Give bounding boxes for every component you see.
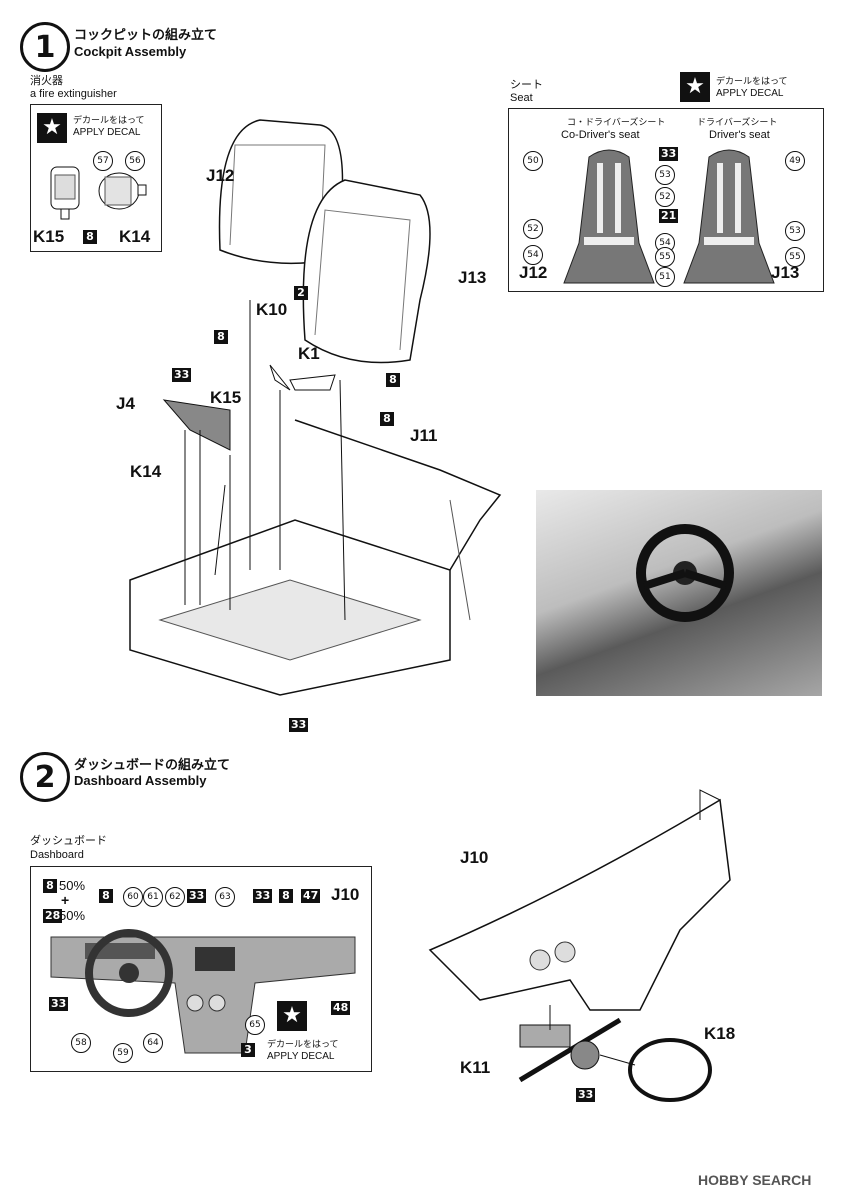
color-ref: 8 <box>214 330 228 344</box>
star-icon: ★ <box>37 113 67 143</box>
watermark: HOBBY SEARCH <box>698 1172 812 1188</box>
step-1-title-jp: コックピットの組み立て <box>74 28 218 43</box>
step-1-number: 1 <box>20 22 70 72</box>
color-ref: 33 <box>576 1088 596 1102</box>
codriver-seat-label-en: Co-Driver's seat <box>561 129 640 141</box>
color-ref: 33 <box>253 889 273 903</box>
codriver-seat-label-jp: コ・ドライバーズシート <box>567 118 666 128</box>
part-k14: K14 <box>130 462 162 481</box>
step-1-title-en: Cockpit Assembly <box>74 44 187 59</box>
part-j13: J13 <box>771 263 800 282</box>
mix-ratio-2: 50% <box>59 908 86 923</box>
extinguisher-label-jp: 消火器 <box>30 74 63 87</box>
seat-box: コ・ドライバーズシート Co-Driver's seat ドライバーズシート D… <box>508 108 824 292</box>
decal-ref: 59 <box>113 1043 133 1063</box>
part-j12: J12 <box>206 166 235 185</box>
mix-plus: + <box>61 892 70 908</box>
color-ref: 48 <box>331 1001 351 1015</box>
decal-note-jp: デカールをはって <box>73 116 145 126</box>
color-ref: 2 <box>294 286 308 300</box>
step-2-title-en: Dashboard Assembly <box>74 773 207 788</box>
decal-ref: 57 <box>93 151 113 171</box>
decal-ref: 54 <box>523 245 543 265</box>
driver-seat-label-jp: ドライバーズシート <box>697 118 778 128</box>
steering-wheel-icon <box>636 524 734 622</box>
decal-ref: 62 <box>165 887 185 907</box>
star-icon: ★ <box>277 1001 307 1031</box>
dashboard-decal-jp: デカールをはって <box>267 1040 339 1050</box>
color-ref: 8 <box>380 412 394 426</box>
extinguisher-drawing <box>50 166 147 220</box>
dashboard-label-en: Dashboard <box>30 849 84 861</box>
part-j12: J12 <box>519 263 548 282</box>
part-j10: J10 <box>460 848 489 867</box>
color-ref: 33 <box>659 147 679 161</box>
seat-decal-en: APPLY DECAL <box>716 88 784 99</box>
part-k14: K14 <box>119 227 151 246</box>
part-j13: J13 <box>458 268 487 287</box>
part-k18: K18 <box>704 1024 736 1043</box>
color-ref: 33 <box>187 889 207 903</box>
dashboard-drawing <box>50 929 356 1054</box>
color-ref: 3 <box>241 1043 255 1057</box>
part-k10: K10 <box>256 300 288 319</box>
color-ref: 8 <box>386 373 400 387</box>
color-ref: 33 <box>289 718 309 732</box>
decal-ref: 55 <box>785 247 805 267</box>
driver-seat-label-en: Driver's seat <box>709 129 770 141</box>
decal-ref: 49 <box>785 151 805 171</box>
decal-ref: 53 <box>655 165 675 185</box>
decal-ref: 50 <box>523 151 543 171</box>
decal-note-en: APPLY DECAL <box>73 127 141 138</box>
dashboard-assembly-drawing <box>428 789 731 1102</box>
color-ref: 21 <box>659 209 679 223</box>
dashboard-box: 8 50% + 28 50% 8 60 61 62 33 63 33 8 47 … <box>30 866 372 1072</box>
color-ref: 47 <box>301 889 321 903</box>
decal-ref: 63 <box>215 887 235 907</box>
mix-ratio-1: 50% <box>59 878 86 893</box>
dashboard-label-jp: ダッシュボード <box>30 834 107 847</box>
part-k1: K1 <box>298 344 320 363</box>
part-j11: J11 <box>410 426 438 445</box>
decal-ref: 58 <box>71 1033 91 1053</box>
color-ref: 28 <box>43 909 63 923</box>
decal-ref: 51 <box>655 267 675 287</box>
decal-ref: 52 <box>655 187 675 207</box>
decal-ref: 60 <box>123 887 143 907</box>
step-2-number: 2 <box>20 752 70 802</box>
part-j4: J4 <box>116 394 135 413</box>
color-ref: 33 <box>49 997 69 1011</box>
seat-decal-jp: デカールをはって <box>716 77 788 87</box>
extinguisher-label-en: a fire extinguisher <box>30 88 117 100</box>
part-j10: J10 <box>331 885 360 904</box>
seat-belt-drawing <box>563 149 775 284</box>
decal-ref: 64 <box>143 1033 163 1053</box>
color-ref: 8 <box>99 889 113 903</box>
dashboard-decal-en: APPLY DECAL <box>267 1051 335 1062</box>
part-k11: K11 <box>460 1058 491 1077</box>
decal-ref: 55 <box>655 247 675 267</box>
decal-ref: 52 <box>523 219 543 239</box>
seat-label-en: Seat <box>510 92 533 104</box>
star-icon: ★ <box>680 72 710 102</box>
part-k15: K15 <box>33 227 65 246</box>
color-ref: 33 <box>172 368 192 382</box>
part-k15: K15 <box>210 388 242 407</box>
decal-ref: 56 <box>125 151 145 171</box>
color-ref: 8 <box>279 889 293 903</box>
decal-ref: 61 <box>143 887 163 907</box>
cockpit-exploded-drawing <box>129 119 502 696</box>
decal-ref: 65 <box>245 1015 265 1035</box>
seat-label-jp: シート <box>510 78 543 91</box>
cockpit-reference-photo <box>536 490 822 696</box>
color-ref: 8 <box>83 230 97 244</box>
decal-ref: 53 <box>785 221 805 241</box>
step-2-title-jp: ダッシュボードの組み立て <box>74 758 231 773</box>
extinguisher-box: ★ デカールをはって APPLY DECAL 57 56 K15 8 K14 <box>30 104 162 252</box>
color-ref: 8 <box>43 879 57 893</box>
